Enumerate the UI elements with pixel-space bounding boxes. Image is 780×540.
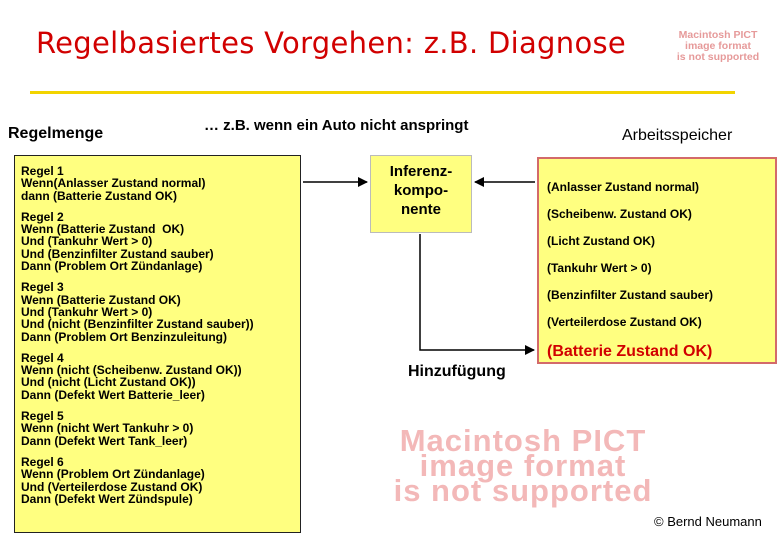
inference-component-box: Inferenz- kompo- nente [370, 155, 472, 233]
pict-placeholder-small: Macintosh PICT image format is not suppo… [668, 30, 768, 63]
rule-2: Regel 2 Wenn (Batterie Zustand OK) Und (… [21, 209, 214, 274]
rule-4: Regel 4 Wenn (nicht (Scheibenw. Zustand … [21, 350, 242, 402]
hinzufuegung-label: Hinzufügung [408, 363, 506, 380]
example-caption: … z.B. wenn ein Auto nicht anspringt [204, 117, 469, 134]
wm-fact-1: (Anlasser Zustand normal) [547, 180, 700, 194]
wm-fact-new: (Batterie Zustand OK) [547, 343, 713, 360]
wm-fact-2: (Scheibenw. Zustand OK) [547, 207, 692, 221]
regelmenge-label: Regelmenge [8, 125, 104, 142]
pict-line: Macintosh PICT [678, 29, 758, 41]
pict-line: is not supported [393, 473, 653, 508]
pict-line: is not supported [676, 51, 760, 63]
wm-fact-3: (Licht Zustand OK) [547, 234, 655, 248]
title-underline [30, 91, 735, 94]
rule-5: Regel 5 Wenn (nicht Wert Tankuhr > 0) Da… [21, 409, 194, 448]
arbeitsspeicher-label: Arbeitsspeicher [622, 127, 733, 144]
pict-placeholder-large: Macintosh PICT image format is not suppo… [318, 423, 728, 508]
wm-fact-6: (Verteilerdose Zustand OK) [547, 315, 702, 329]
rule-3: Regel 3 Wenn (Batterie Zustand OK) Und (… [21, 280, 254, 344]
wm-fact-5: (Benzinfilter Zustand sauber) [547, 288, 714, 302]
rule-set-box: Regel 1 Wenn(Anlasser Zustand normal) da… [14, 155, 301, 533]
rule-6: Regel 6 Wenn (Problem Ort Zündanlage) Un… [21, 454, 205, 506]
slide-title: Regelbasiertes Vorgehen: z.B. Diagnose [36, 26, 627, 60]
rule-1: Regel 1 Wenn(Anlasser Zustand normal) da… [21, 164, 206, 203]
working-memory-box: (Anlasser Zustand normal) (Scheibenw. Zu… [537, 157, 777, 364]
pict-line: image format [685, 40, 751, 52]
pict-line: Macintosh PICT [399, 423, 647, 458]
arrow-inference-to-memory [419, 234, 535, 355]
copyright-credit: © Bernd Neumann [654, 514, 762, 529]
pict-line: image format [419, 448, 627, 483]
wm-fact-4: (Tankuhr Wert > 0) [547, 261, 652, 275]
